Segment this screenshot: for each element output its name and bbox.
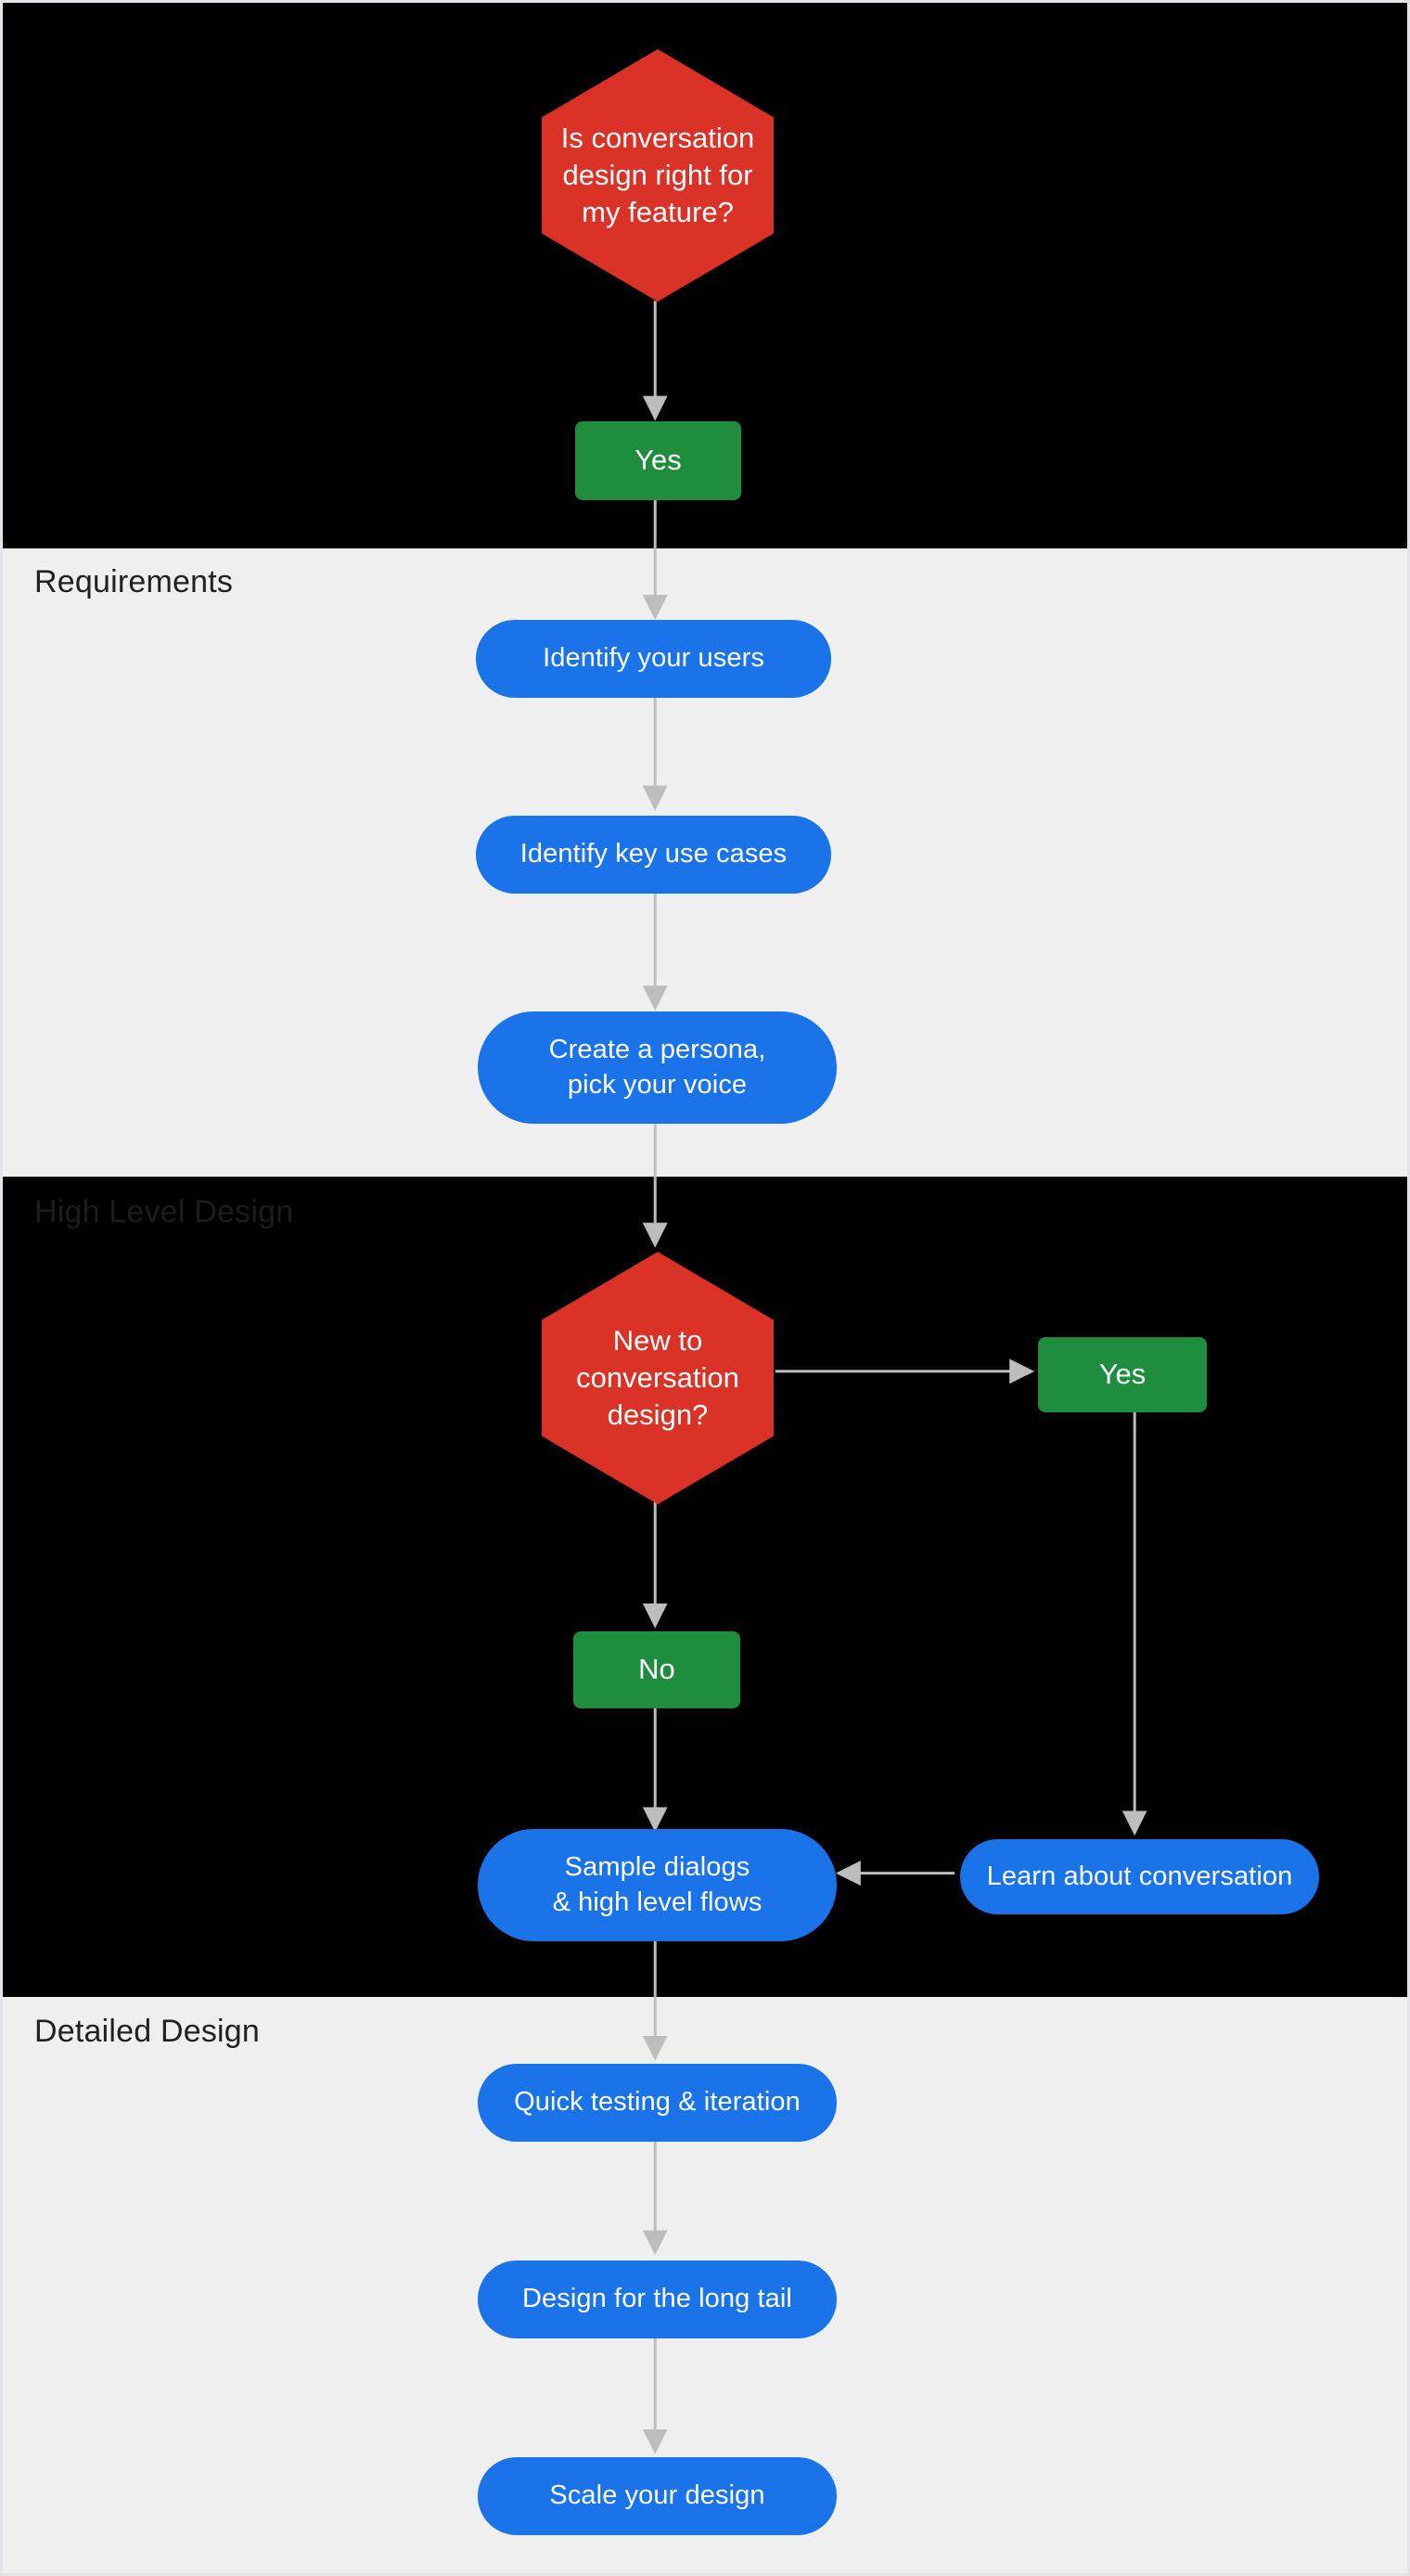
step-node-learn-about-conversation[interactable]: Learn about conversation <box>960 1839 1319 1914</box>
step-node-identify-your-users[interactable]: Identify your users <box>476 620 831 698</box>
step-node-label-line-1: Create a persona, <box>548 1034 766 1064</box>
answer-node-label: Yes <box>634 444 682 477</box>
step-node-label-line-2: pick your voice <box>567 1069 748 1100</box>
step-node-label: Design for the long tail <box>522 2284 792 2314</box>
decision-node-label-line-2: conversation <box>576 1360 739 1394</box>
answer-node-yes-1[interactable]: Yes <box>575 421 741 500</box>
answer-node-no[interactable]: No <box>573 1631 740 1708</box>
decision-node-label: Is conversation design right for my feat… <box>560 121 755 229</box>
step-node-sample-dialogs[interactable]: Sample dialogs & high level flows <box>478 1829 837 1941</box>
answer-node-label: Yes <box>1098 1358 1147 1391</box>
decision-node-new-to-conversation-design[interactable]: New to conversation design? <box>542 1252 774 1504</box>
section-label-high-level-design: High Level Design <box>34 1194 294 1230</box>
step-node-quick-testing-iteration[interactable]: Quick testing & iteration <box>478 2064 837 2142</box>
decision-node-label-line-3: design? <box>607 1398 709 1432</box>
answer-node-yes-2[interactable]: Yes <box>1038 1337 1207 1412</box>
step-node-create-a-persona[interactable]: Create a persona, pick your voice <box>478 1011 837 1124</box>
step-node-label-line-1: Sample dialogs <box>564 1851 750 1882</box>
step-node-design-for-the-long-tail[interactable]: Design for the long tail <box>478 2260 837 2338</box>
step-node-label: Quick testing & iteration <box>514 2087 801 2118</box>
step-node-label: Identify your users <box>543 643 764 674</box>
step-node-label: Scale your design <box>549 2480 765 2511</box>
section-label-requirements: Requirements <box>34 564 234 599</box>
answer-node-label: No <box>638 1653 675 1686</box>
step-node-identify-key-use-cases[interactable]: Identify key use cases <box>476 816 831 894</box>
decision-node-label-line-1: New to <box>612 1323 703 1357</box>
step-node-label: Learn about conversation <box>986 1861 1293 1891</box>
section-label-detailed-design: Detailed Design <box>34 2014 261 2049</box>
decision-node-is-conversation-design-right[interactable]: Is conversation design right for my feat… <box>542 49 774 302</box>
step-node-scale-your-design[interactable]: Scale your design <box>478 2457 837 2535</box>
step-node-label: Identify key use cases <box>519 839 788 869</box>
step-node-label-line-2: & high level flows <box>552 1887 763 1917</box>
